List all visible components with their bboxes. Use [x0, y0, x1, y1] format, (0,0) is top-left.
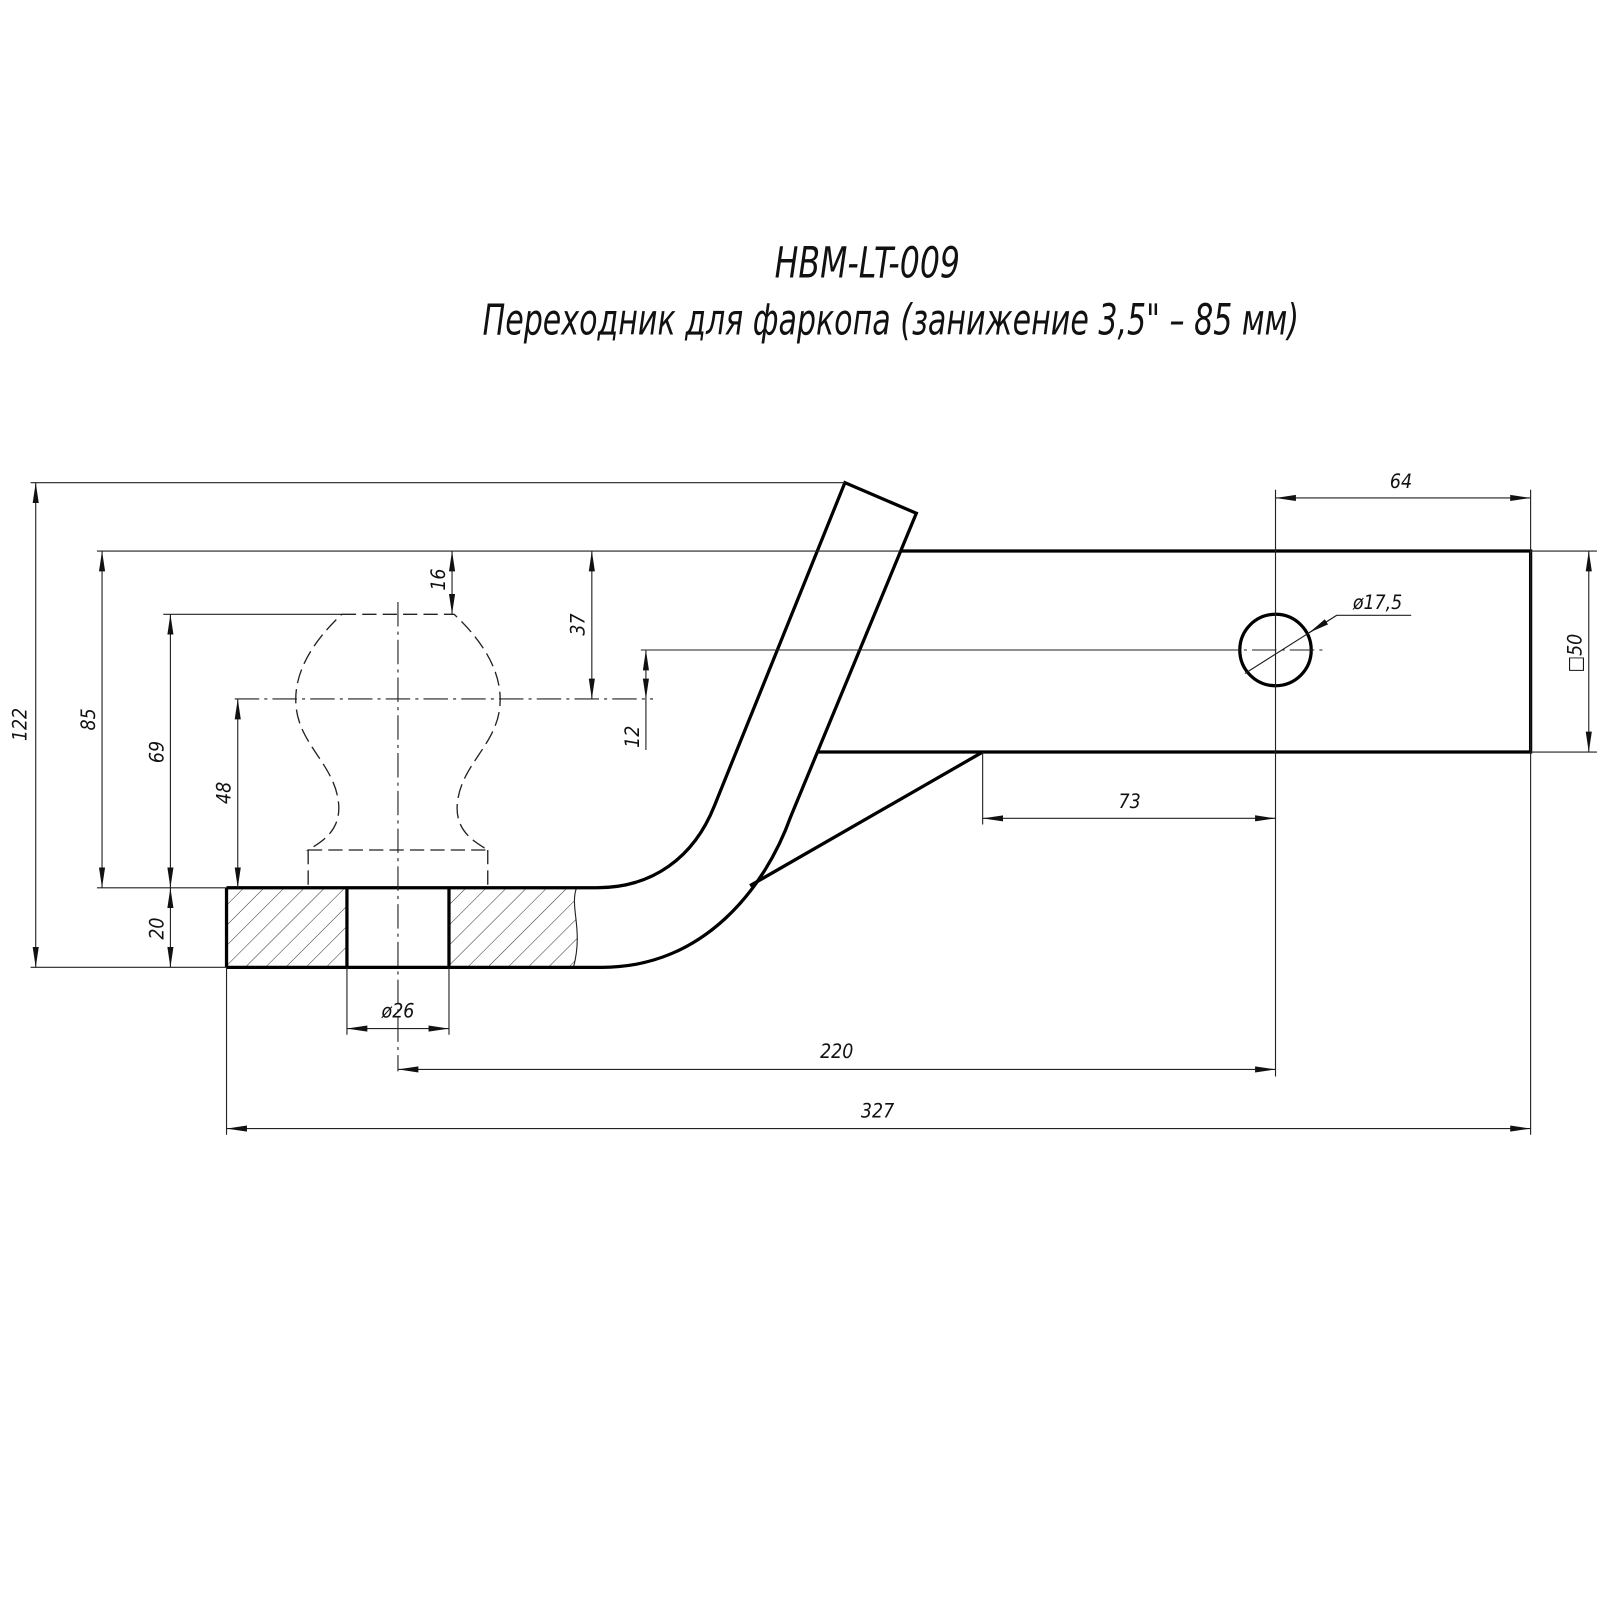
- hitch-ball: [295, 613, 501, 888]
- shank-outline: [226, 480, 1533, 969]
- part-number: HBM-LT-009: [775, 239, 960, 288]
- dim-ball-center-offset: 37: [567, 613, 590, 635]
- dim-total-height: 122: [9, 708, 32, 741]
- drawing-title: HBM-LT-009 Переходник для фаркопа (заниж…: [483, 239, 1299, 346]
- dim-plate-thickness: 20: [145, 917, 168, 939]
- ball-mount-plate: [224, 887, 578, 968]
- dimension-labels: 122 85 69 48 20 16 37 12 □50 64 73 ø26 2…: [9, 470, 1587, 1123]
- dim-ball-top-offset: 16: [427, 568, 450, 590]
- dim-pin-hole-diameter: ø17,5: [1352, 591, 1402, 614]
- dim-ball-height: 69: [145, 741, 168, 763]
- dim-ball-hole-diameter: ø26: [381, 999, 415, 1022]
- dim-tube-section: □50: [1564, 634, 1587, 673]
- dim-hole-to-end: 64: [1390, 470, 1412, 493]
- dim-ball-to-hole: 220: [820, 1040, 853, 1063]
- dim-total-length: 327: [861, 1099, 894, 1122]
- dim-ball-center-height: 48: [213, 782, 236, 804]
- part-description: Переходник для фаркопа (занижение 3,5" –…: [483, 296, 1299, 346]
- dim-gusset-to-hole: 73: [1118, 790, 1140, 813]
- dim-hole-offset: 12: [621, 726, 644, 748]
- dim-drop: 85: [77, 708, 100, 730]
- dimension-lines: [32, 482, 1592, 1132]
- extension-lines: [30, 482, 1597, 1135]
